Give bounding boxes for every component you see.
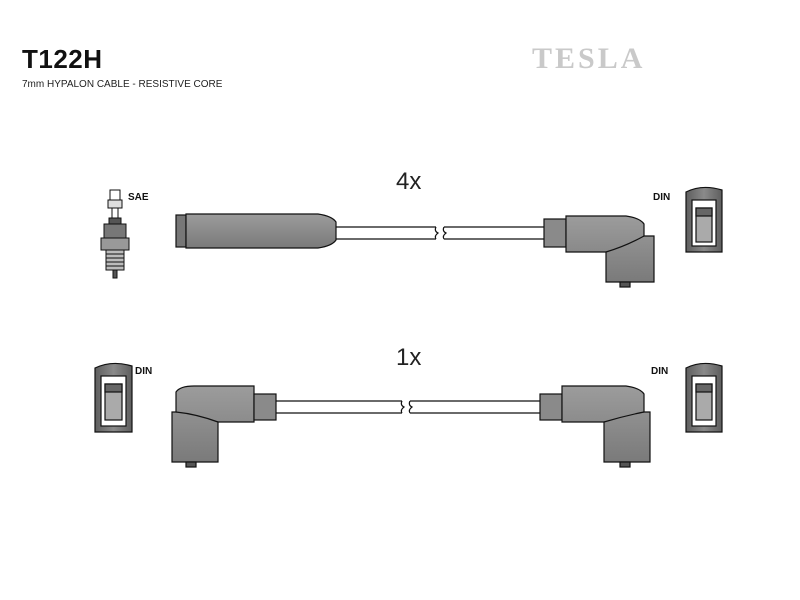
lead-2-left-din-tower-icon — [94, 362, 133, 433]
part-number: T122H — [22, 44, 103, 74]
lead-1-cable — [336, 226, 544, 240]
spark-plug-icon — [100, 189, 130, 279]
lead-2-right-din-tower-icon — [685, 362, 723, 433]
lead-1-right-end-label: DIN — [653, 192, 671, 203]
lead-1-left-end-label: SAE — [128, 192, 149, 203]
lead-2-quantity: 1x — [396, 344, 422, 371]
cable-description: 7mm HYPALON CABLE - RESISTIVE CORE — [22, 79, 223, 90]
lead-2-right-angled-boot — [539, 385, 651, 468]
lead-1-straight-boot — [175, 213, 337, 249]
lead-1-angled-boot — [543, 215, 655, 288]
lead-1-din-tower-icon — [685, 186, 723, 253]
brand-logo-text: TESLA — [532, 42, 646, 75]
lead-2-left-end-label: DIN — [135, 366, 153, 377]
lead-2-right-end-label: DIN — [651, 366, 669, 377]
lead-1-quantity: 4x — [396, 168, 422, 195]
lead-2-cable — [276, 400, 540, 414]
lead-2-left-angled-boot — [171, 385, 277, 468]
